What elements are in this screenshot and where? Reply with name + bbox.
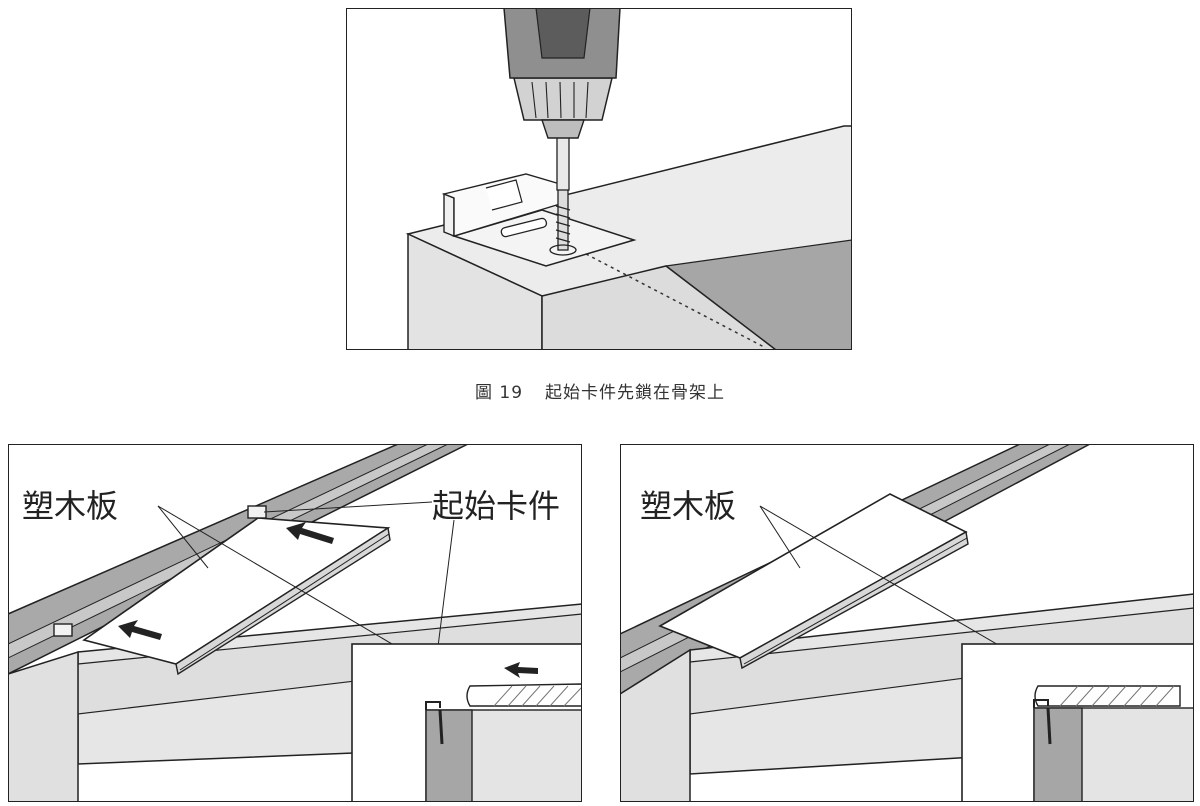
inset-screw-right xyxy=(1046,707,1052,745)
leader-board-right-1 xyxy=(759,505,801,569)
inset-board-hatch-right xyxy=(1059,685,1175,707)
joist-side-face xyxy=(541,265,778,350)
joist-end-right xyxy=(620,648,691,802)
drill-illustration-panel xyxy=(346,8,852,350)
inset-board-hatch xyxy=(493,685,582,707)
figure-caption: 圖 19 起始卡件先鎖在骨架上 xyxy=(0,378,1200,403)
board-install-panel-left: 塑木板 起始卡件 xyxy=(8,444,582,802)
chuck-nose xyxy=(541,119,585,139)
clip-flange-left xyxy=(443,192,455,238)
seam-line xyxy=(585,253,767,349)
board-install-panel-right: 塑木板 xyxy=(620,444,1194,802)
drill-grip xyxy=(535,8,591,59)
arrow-lower xyxy=(118,620,162,640)
clip-slot xyxy=(500,217,548,238)
inset-clip xyxy=(425,701,441,710)
figure-caption-text: 起始卡件先鎖在骨架上 xyxy=(545,383,726,403)
inset-clip-right xyxy=(1033,699,1049,708)
start-clip-bottom xyxy=(53,623,73,637)
screw-threads xyxy=(555,205,571,243)
inset-joist-dark-right xyxy=(1033,707,1083,802)
board-install-drawing-right xyxy=(620,444,1194,802)
clip-window xyxy=(485,179,523,211)
label-start-clip: 起始卡件 xyxy=(432,487,561,525)
arrow-upper xyxy=(286,522,334,544)
drill-chuck xyxy=(513,77,613,121)
drill-bit xyxy=(556,135,570,191)
leader-board-1 xyxy=(157,505,209,569)
label-wood-plastic-board: 塑木板 xyxy=(22,487,119,525)
board-groove xyxy=(179,533,390,671)
inset-board xyxy=(466,683,582,707)
joist-end xyxy=(8,650,79,802)
joist-front-face xyxy=(407,232,543,350)
board-install-drawing-left xyxy=(8,444,582,802)
inset-arrow xyxy=(504,662,538,678)
drill-drawing xyxy=(405,8,852,350)
inset-screw xyxy=(438,709,444,745)
start-clip-top xyxy=(247,505,267,519)
figure-number: 圖 19 xyxy=(474,383,524,403)
chuck-ridges xyxy=(531,81,589,119)
board-groove-right xyxy=(743,537,968,665)
inset-joist-dark xyxy=(425,709,473,802)
label-wood-plastic-board-right: 塑木板 xyxy=(640,487,737,525)
screw-hole xyxy=(549,244,577,256)
leader-clip-1 xyxy=(263,501,433,513)
